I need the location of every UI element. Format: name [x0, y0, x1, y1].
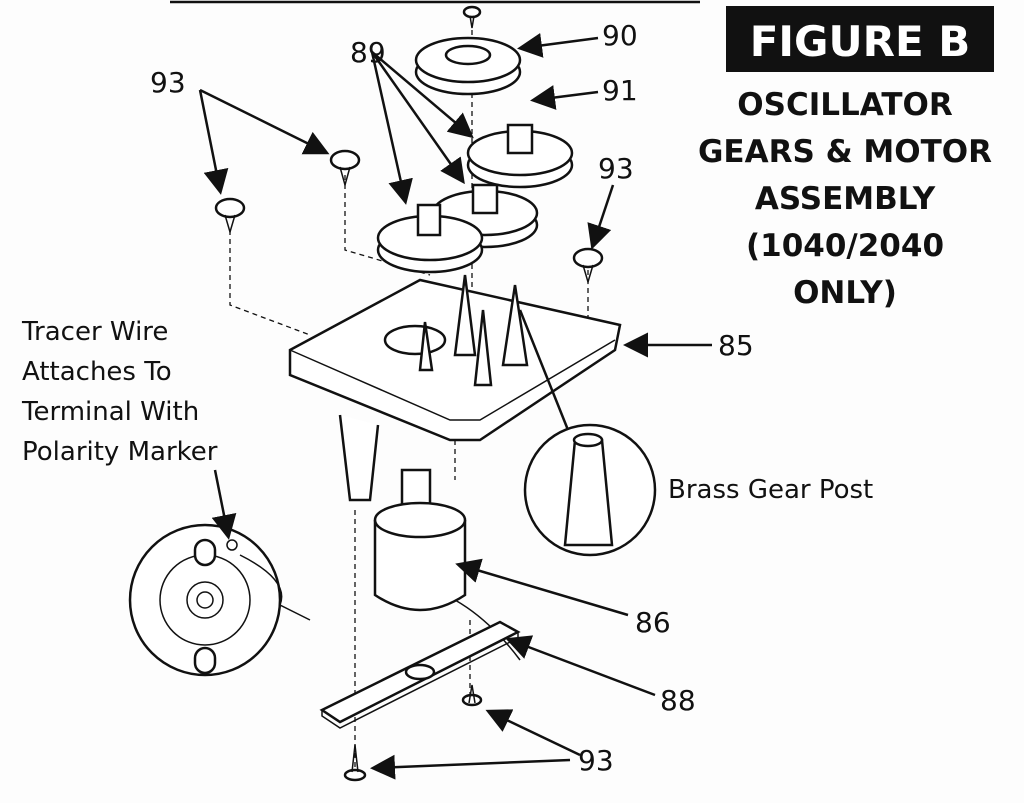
callout-89: 89: [350, 36, 386, 69]
callout-93-left: 93: [150, 66, 186, 99]
brass-gear-post-label: Brass Gear Post: [668, 475, 873, 505]
callout-93-bottom: 93: [578, 744, 614, 777]
callout-85: 85: [718, 329, 754, 362]
callout-91: 91: [602, 74, 638, 107]
callout-86: 86: [635, 606, 671, 639]
bracket-88: [319, 620, 521, 729]
title-line: (1040/2040: [746, 228, 944, 264]
terminal-inset: [128, 523, 311, 677]
title-line: GEARS & MOTOR: [698, 134, 992, 170]
motor-86: [373, 468, 521, 661]
brass-gear-post-inset: [523, 423, 657, 557]
note-line: Terminal With: [21, 397, 199, 427]
title-line: ONLY): [793, 275, 897, 311]
callout-88: 88: [660, 684, 696, 717]
callout-90: 90: [602, 19, 638, 52]
figure-title: OSCILLATOR GEARS & MOTOR ASSEMBLY (1040/…: [698, 87, 992, 311]
callout-93-right: 93: [598, 152, 634, 185]
note-line: Polarity Marker: [22, 437, 218, 467]
figure-badge-text: FIGURE B: [750, 17, 971, 66]
tracer-wire-note: Tracer Wire Attaches To Terminal With Po…: [21, 317, 218, 467]
note-line: Attaches To: [22, 357, 172, 387]
title-line: OSCILLATOR: [737, 87, 953, 123]
gear-89: [376, 123, 574, 274]
callout-arrows: [198, 32, 712, 780]
gear-90: [414, 36, 522, 96]
figure-badge: [726, 6, 994, 72]
title-line: ASSEMBLY: [755, 181, 936, 217]
screw-93: [214, 5, 604, 782]
note-line: Tracer Wire: [21, 317, 168, 347]
